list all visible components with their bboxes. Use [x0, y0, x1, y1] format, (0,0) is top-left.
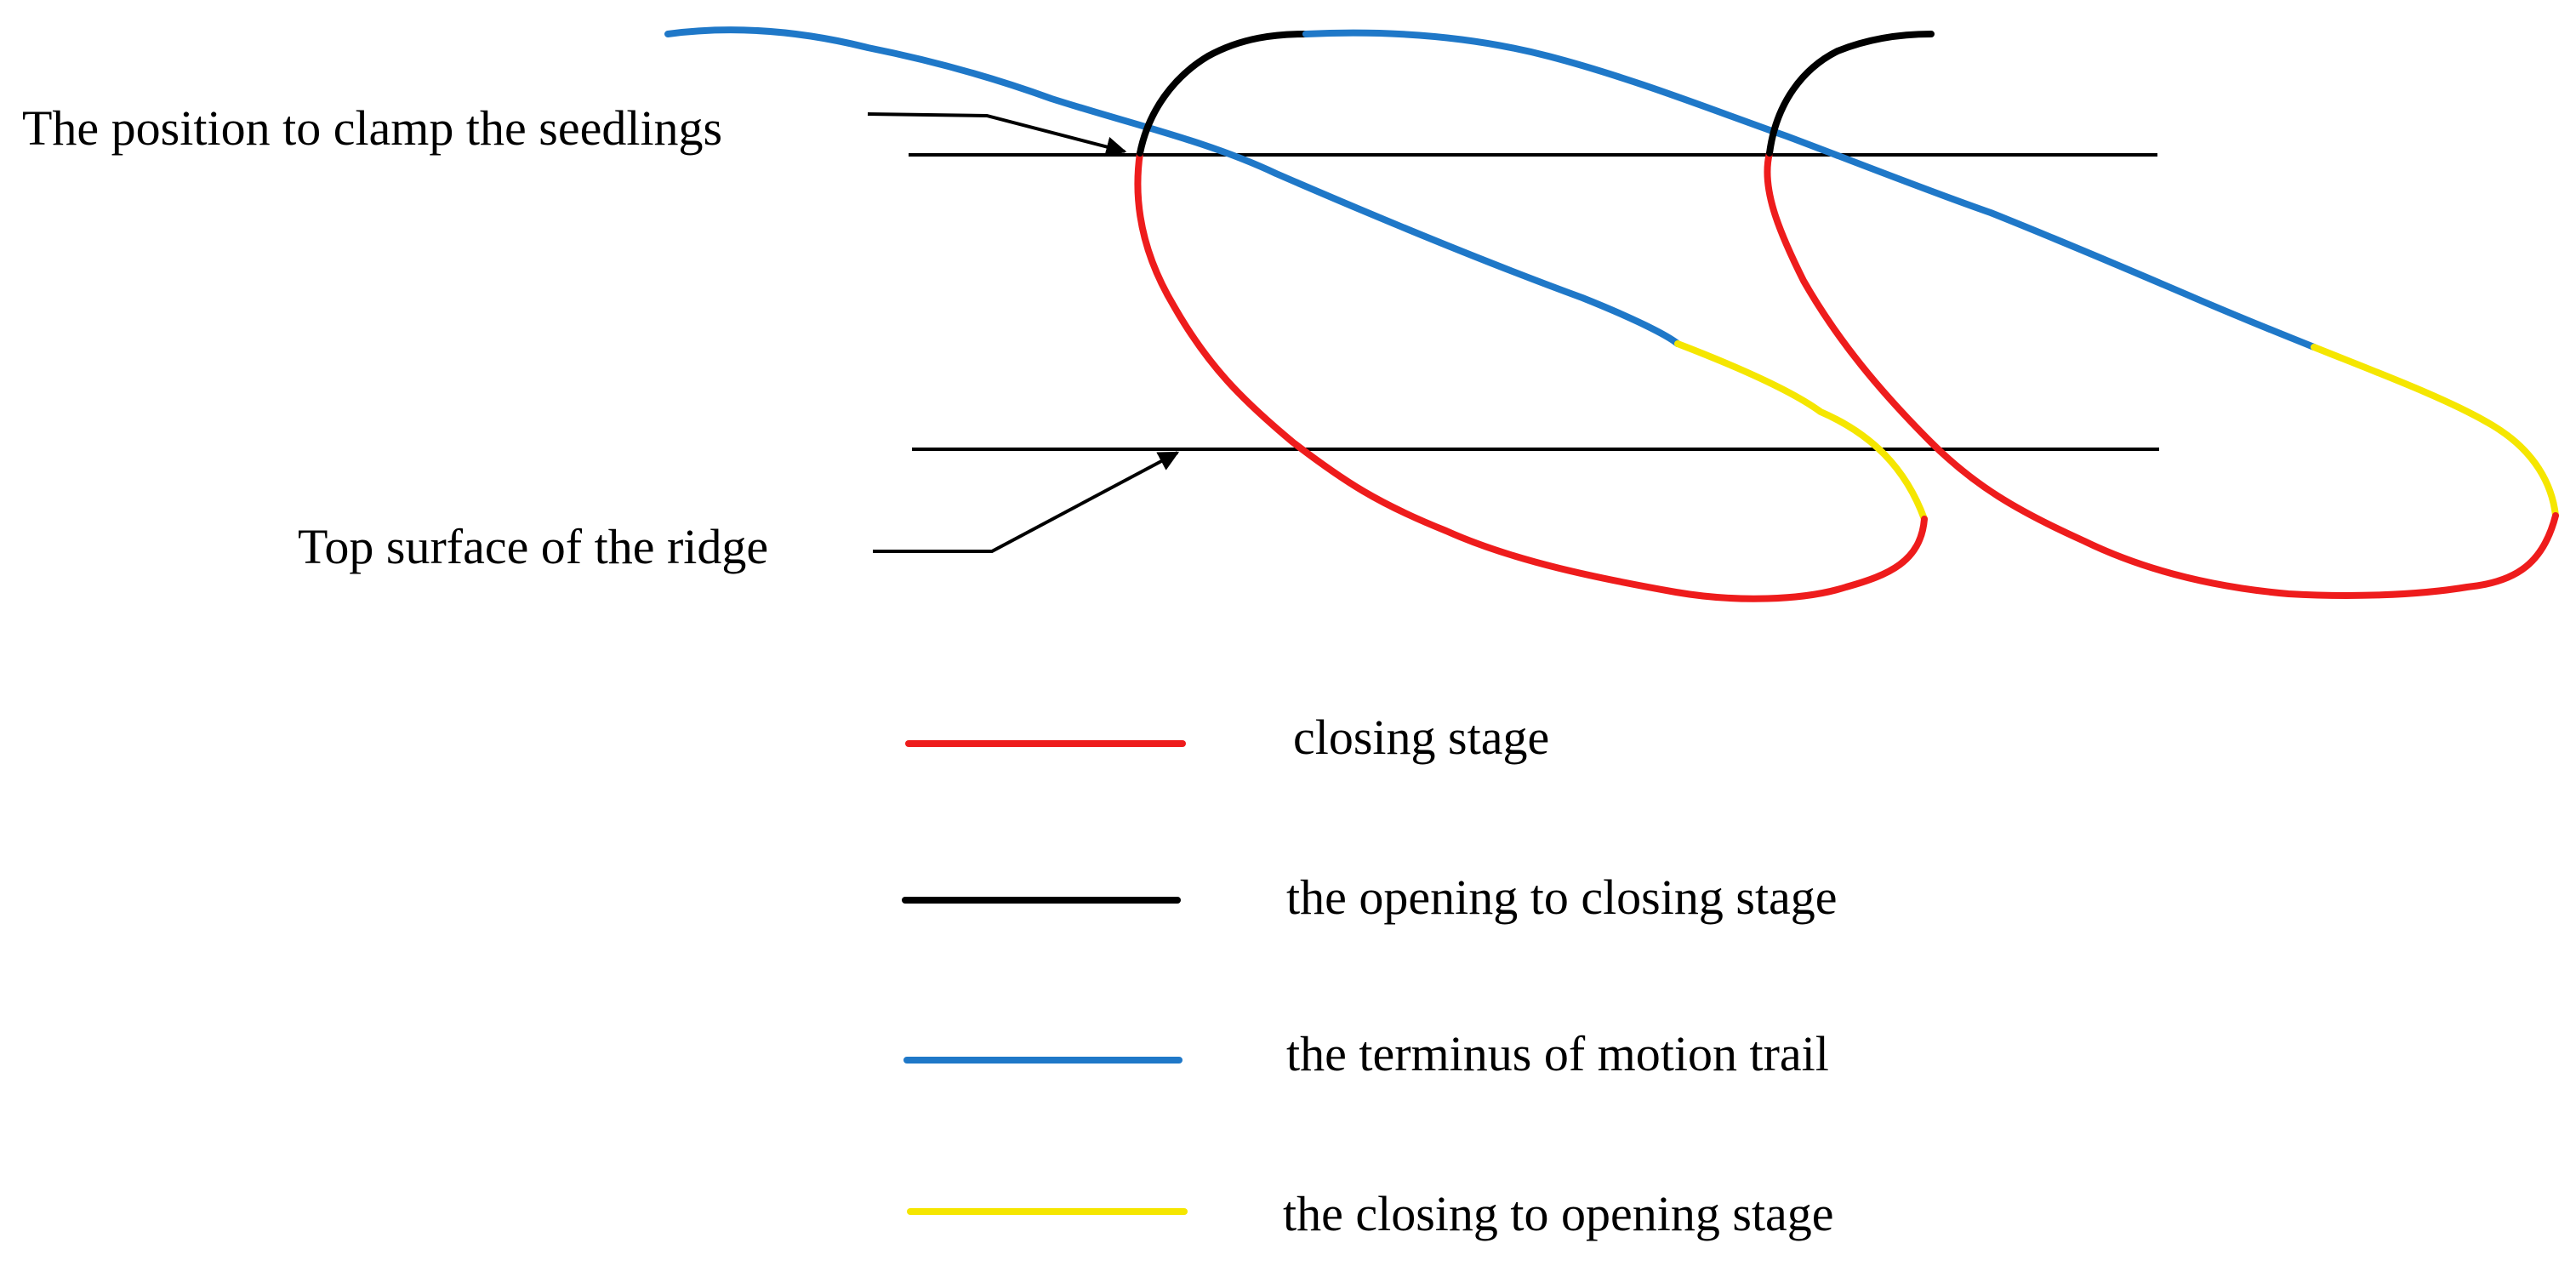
trajectory-1-opening-to-closing-segment [1137, 31, 1309, 157]
legend-item-terminus: the terminus of motion trail [903, 1026, 1829, 1081]
legend-item-closing-to-opening: the closing to opening stage [907, 1186, 1834, 1241]
ridge-top-label: Top surface of the ridge [298, 519, 768, 574]
ridge-top-leader [873, 451, 1180, 553]
clamp-position-label: The position to clamp the seedlings [22, 100, 722, 156]
legend-label-closing-to-opening: the closing to opening stage [1283, 1186, 1834, 1241]
trajectory-2-opening-to-closing-segment [1766, 31, 1935, 157]
legend: closing stage the opening to closing sta… [902, 710, 1838, 1241]
trajectory-1-terminus-segment [664, 26, 1681, 347]
legend-label-terminus: the terminus of motion trail [1286, 1026, 1829, 1081]
trajectory-2-closing-to-opening-segment [2311, 344, 2559, 519]
clamp-position-leader [867, 112, 1127, 157]
trajectory-2 [1302, 29, 2559, 599]
trajectory-1 [664, 26, 1928, 602]
legend-label-opening-to-closing: the opening to closing stage [1286, 870, 1838, 925]
trajectory-2-terminus-segment [1302, 29, 2317, 351]
legend-item-closing: closing stage [905, 710, 1549, 765]
trajectory-1-closing-to-opening-segment [1674, 340, 1928, 522]
legend-label-closing: closing stage [1293, 710, 1549, 765]
trajectory-2-closing-segment [1764, 150, 2559, 599]
legend-item-opening-to-closing: the opening to closing stage [902, 870, 1838, 925]
trajectory-1-closing-segment [1134, 150, 1928, 602]
